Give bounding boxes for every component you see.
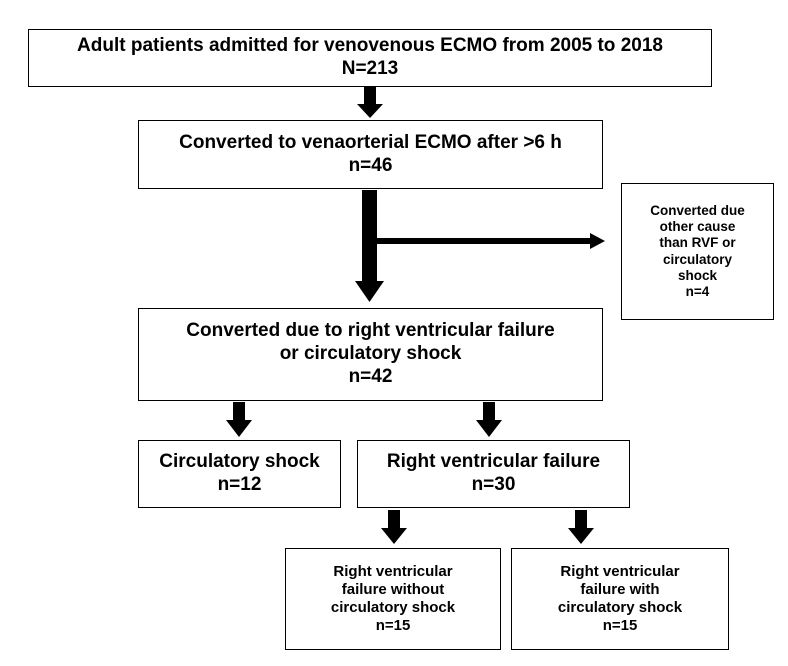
- box-rvf-with-line: circulatory shock: [557, 599, 683, 616]
- box-other-cause-line: circulatory: [662, 251, 733, 267]
- arrow-to-rvf-with: [568, 510, 594, 544]
- box-rvf-without-line: circulatory shock: [330, 599, 456, 616]
- box-rvf-or-shock: Converted due to right ventricular failu…: [138, 308, 603, 401]
- arrow-to-rvf-without: [381, 510, 407, 544]
- box-converted-va-ecmo-count: n=46: [348, 154, 393, 176]
- arrow-to-circ-shock: [226, 402, 252, 437]
- box-circulatory-shock: Circulatory shock n=12: [138, 440, 341, 508]
- box-other-cause-line: than RVF or: [659, 235, 736, 251]
- box-rvf-or-shock-count: n=42: [348, 365, 393, 387]
- box-other-cause-line: other cause: [659, 219, 736, 235]
- box-rvf-without-line: failure without: [341, 581, 445, 598]
- box-rvf-title: Right ventricular failure: [386, 451, 601, 473]
- box-other-cause-count: n=4: [685, 283, 710, 299]
- box-other-cause-line: Converted due: [650, 202, 745, 218]
- box-adult-patients: Adult patients admitted for venovenous E…: [28, 29, 712, 87]
- box-rvf-without-count: n=15: [375, 617, 411, 634]
- box-rvf-or-shock-title-cont: or circulatory shock: [279, 343, 462, 365]
- box-rvf-with-count: n=15: [602, 617, 638, 634]
- box-adult-patients-count: N=213: [341, 58, 399, 79]
- box-right-ventricular-failure: Right ventricular failure n=30: [357, 440, 630, 508]
- box-rvf-count: n=30: [471, 474, 516, 495]
- box-other-cause: Converted due other cause than RVF or ci…: [621, 183, 774, 320]
- box-rvf-without-line: Right ventricular: [333, 563, 453, 580]
- box-converted-va-ecmo-title: Converted to venaorterial ECMO after >6 …: [179, 131, 562, 153]
- box-rvf-or-shock-title: Converted due to right ventricular failu…: [186, 320, 555, 342]
- box-adult-patients-title: Adult patients admitted for venovenous E…: [77, 35, 663, 57]
- box-circulatory-shock-count: n=12: [217, 474, 262, 495]
- box-rvf-without-shock: Right ventricular failure without circul…: [285, 548, 501, 650]
- box-rvf-with-line: Right ventricular: [560, 563, 680, 580]
- box-other-cause-line: shock: [677, 267, 718, 283]
- box-circulatory-shock-title: Circulatory shock: [159, 451, 320, 473]
- box-rvf-with-line: failure with: [580, 581, 660, 598]
- box-rvf-with-shock: Right ventricular failure with circulato…: [511, 548, 729, 650]
- arrow-converted-to-rvf-or-shock: [355, 190, 384, 302]
- arrow-to-rvf: [476, 402, 502, 437]
- arrow-to-other-cause: [370, 233, 605, 249]
- arrow-top-to-converted: [357, 86, 383, 118]
- box-converted-va-ecmo: Converted to venaorterial ECMO after >6 …: [138, 120, 603, 189]
